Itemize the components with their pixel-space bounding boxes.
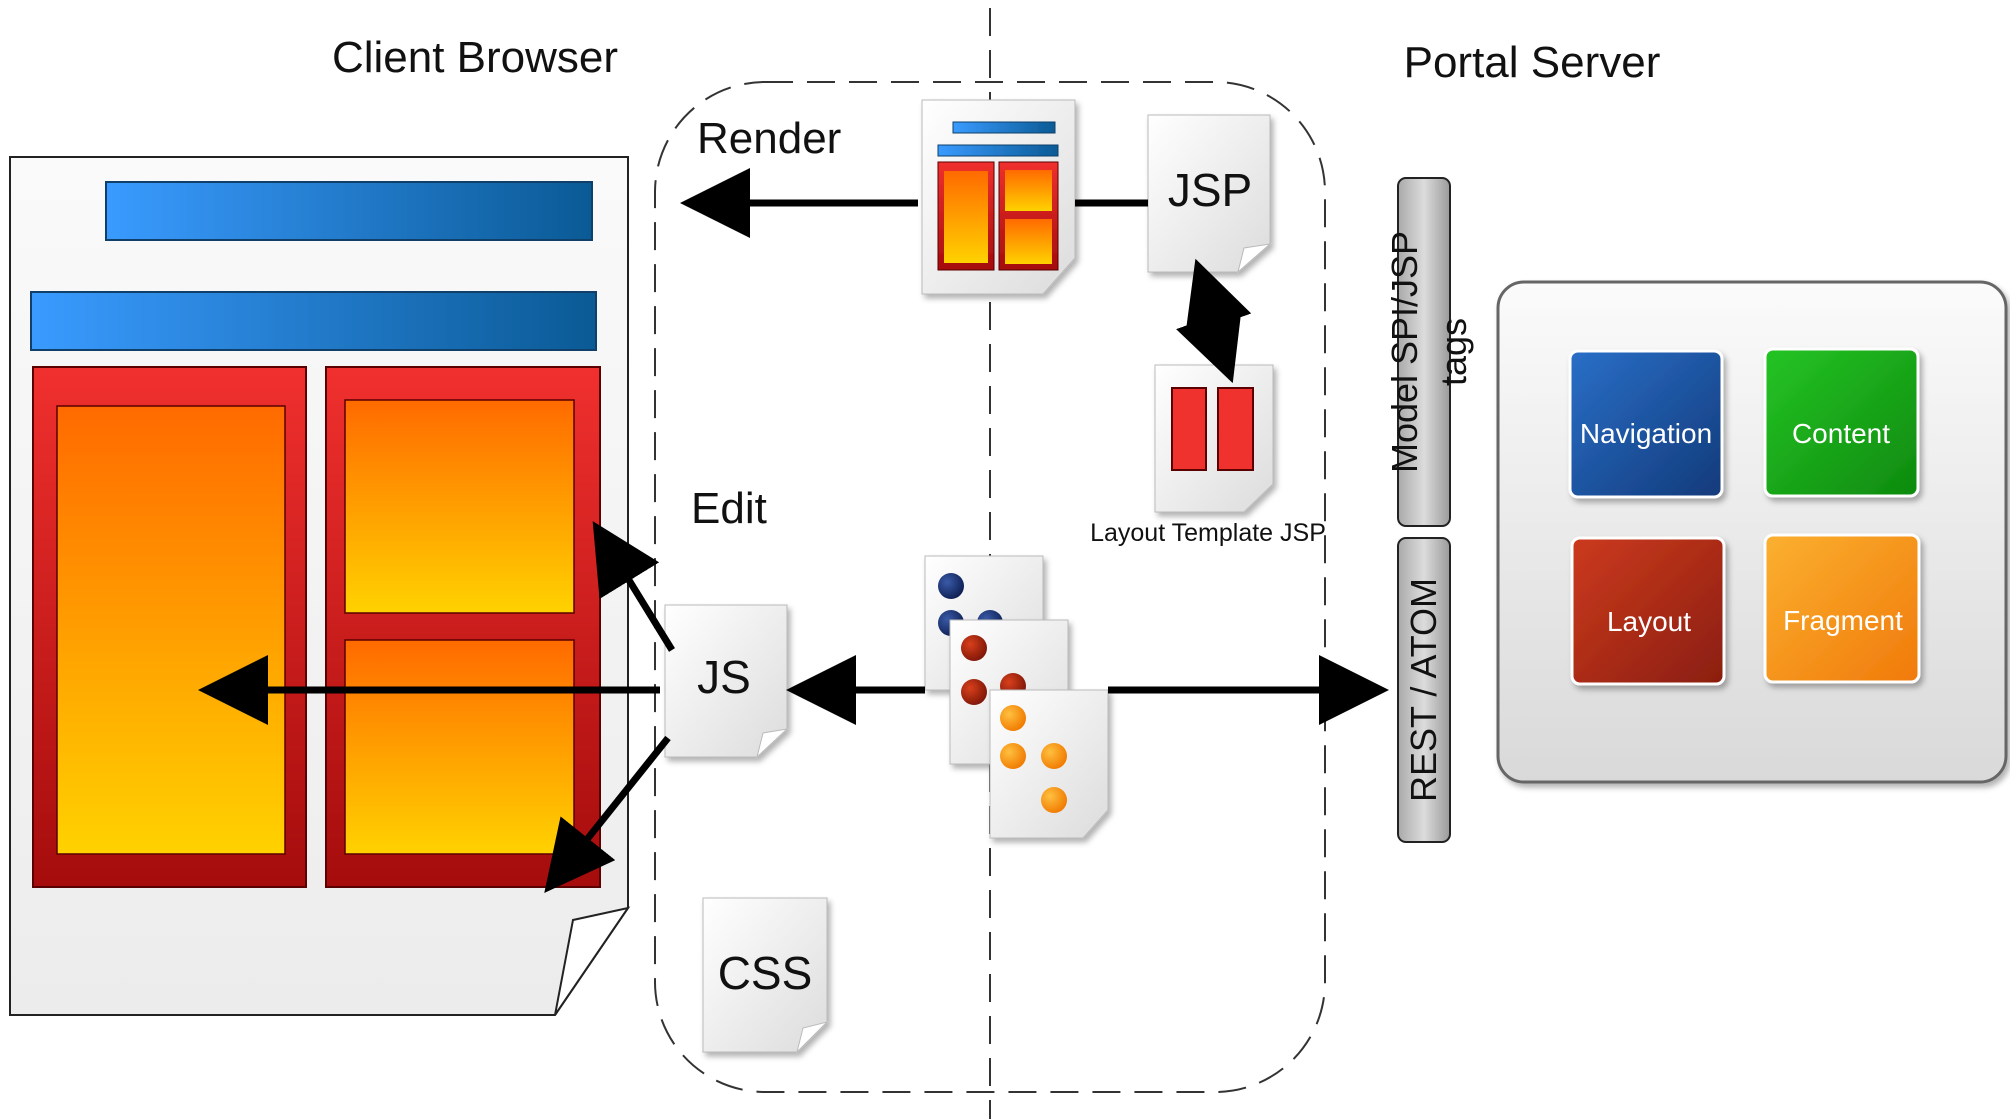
navigation-tile <box>1568 349 1724 499</box>
js-label: JS <box>697 651 751 703</box>
portlet-left <box>56 405 286 855</box>
client-browser-heading: Client Browser <box>332 33 618 82</box>
layout-template-label: Layout Template JSP <box>1090 519 1326 547</box>
browser-page <box>9 156 631 1016</box>
edit-label: Edit <box>691 484 767 533</box>
js-to-portlet-top-arrow <box>592 521 675 652</box>
framework-region <box>654 81 1326 1093</box>
portlet-right-bottom <box>344 639 575 855</box>
js-file <box>664 604 789 759</box>
model-spi-tags-label: tags <box>1433 318 1474 386</box>
rendered-page-document <box>921 99 1076 295</box>
navigation-tile-label: Navigation <box>1580 418 1712 449</box>
header-bar <box>105 181 593 241</box>
css-label: CSS <box>718 947 813 999</box>
content-tile <box>1763 347 1920 498</box>
jsp-label: JSP <box>1168 164 1252 216</box>
model-spi-bar <box>1397 177 1451 527</box>
content-tile-label: Content <box>1792 418 1890 449</box>
fragment-tile <box>1763 533 1921 684</box>
js-to-portlet-bottom-arrow <box>544 735 671 893</box>
jsp-layout-arrow-up <box>1185 258 1252 337</box>
arrows <box>198 168 1389 893</box>
rest-atom-bar <box>1397 537 1451 843</box>
layout-tile <box>1570 536 1726 686</box>
nav-bar <box>30 291 597 351</box>
layout-template-file <box>1154 364 1274 513</box>
portal-server-heading: Portal Server <box>1404 38 1661 87</box>
layout-tile-label: Layout <box>1607 606 1691 637</box>
fragment-tile-label: Fragment <box>1783 605 1903 636</box>
fragment-doc-orange <box>989 689 1109 839</box>
css-file <box>702 897 829 1054</box>
rest-atom-label: REST / ATOM <box>1403 578 1444 802</box>
render-label: Render <box>697 114 841 163</box>
portlet-right-top <box>344 399 575 614</box>
model-spi-label: Model SPI/JSP <box>1384 231 1425 473</box>
